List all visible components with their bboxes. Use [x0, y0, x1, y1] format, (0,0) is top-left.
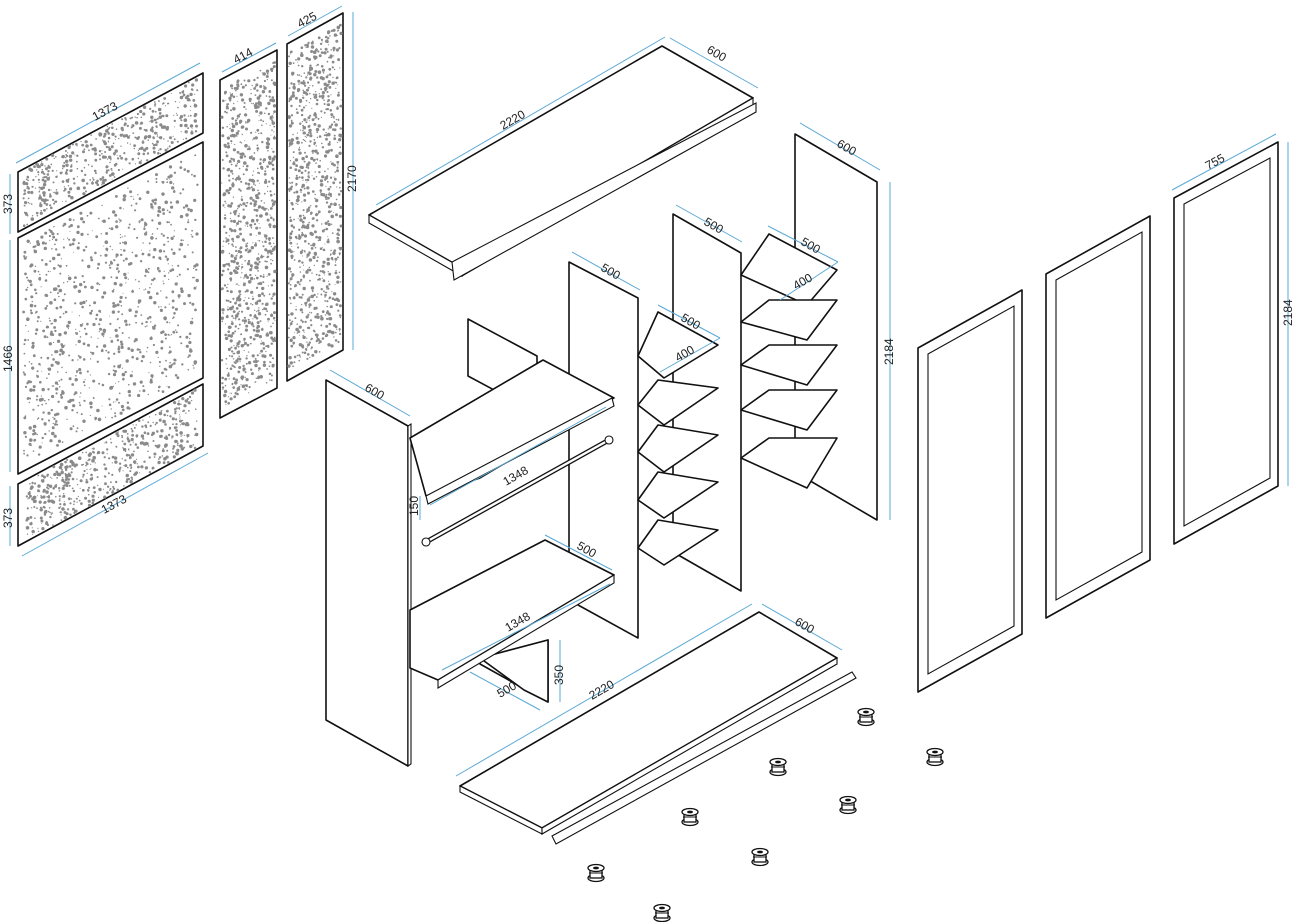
dim-mirror-top-height: 373: [1, 194, 15, 214]
dim-main-side-depth: 600: [363, 380, 388, 402]
dim-line: [571, 251, 641, 291]
dim-line: [375, 36, 666, 206]
adjustable-foot: [769, 757, 787, 777]
feet-group: [587, 707, 944, 922]
dim-line: [767, 225, 839, 263]
dim-door-height: 2184: [1281, 299, 1295, 326]
adjustable-foot: [587, 863, 605, 883]
dim-line: [669, 37, 759, 89]
dim-line: [675, 204, 743, 243]
hanging-rail: [421, 435, 614, 547]
side-mirror-left: [219, 49, 278, 419]
dim-overall-height: 2184: [882, 338, 896, 365]
dim-line: [441, 583, 611, 671]
dim-line: [329, 369, 411, 417]
dim-line: [544, 534, 613, 571]
dim-line: [455, 603, 753, 777]
dim-line: [779, 261, 839, 301]
dim-line: [659, 337, 721, 373]
door-3: [1173, 141, 1279, 545]
dim-door-width: 755: [1203, 151, 1228, 173]
hanging-shelf: [409, 359, 615, 505]
dim-line: [15, 62, 201, 164]
dim-line: [469, 671, 541, 711]
dim-line: [761, 603, 843, 651]
dim-side-mirror-height: 2170: [345, 165, 359, 192]
adjustable-foot: [857, 707, 875, 727]
dim-line: [287, 5, 343, 37]
dim-line: [429, 406, 607, 506]
main-side-panel: [325, 379, 412, 768]
dim-line: [1171, 133, 1277, 191]
adjustable-foot: [751, 847, 769, 867]
mirror-panel-middle: [17, 141, 204, 475]
bottom-panel: [459, 611, 857, 845]
shelf-block-1: [637, 311, 719, 566]
dim-line: [21, 452, 209, 557]
partition-1: [568, 261, 639, 639]
mirror-panel-top: [17, 72, 204, 233]
adjustable-foot: [681, 807, 699, 827]
dim-line: [221, 42, 277, 73]
shelf-block-2: [740, 233, 838, 489]
lower-shelf: [409, 539, 615, 689]
dim-line: [799, 122, 881, 171]
door-1: [917, 289, 1023, 693]
door-2: [1045, 215, 1151, 619]
side-mirror-right: [286, 12, 344, 382]
adjustable-foot: [926, 747, 944, 767]
mirror-panel-bottom: [17, 383, 204, 547]
dim-small-divider-height: 350: [552, 665, 566, 685]
dim-mirror-middle-height: 1466: [1, 345, 15, 372]
dim-mirror-bottom-height: 373: [1, 508, 15, 528]
top-panel: [368, 45, 757, 281]
dim-top-panel-depth: 600: [705, 42, 730, 64]
dim-hanging-shelf-height: 150: [407, 496, 421, 516]
adjustable-foot: [839, 795, 857, 815]
dim-line: [657, 304, 721, 339]
adjustable-foot: [653, 903, 671, 922]
